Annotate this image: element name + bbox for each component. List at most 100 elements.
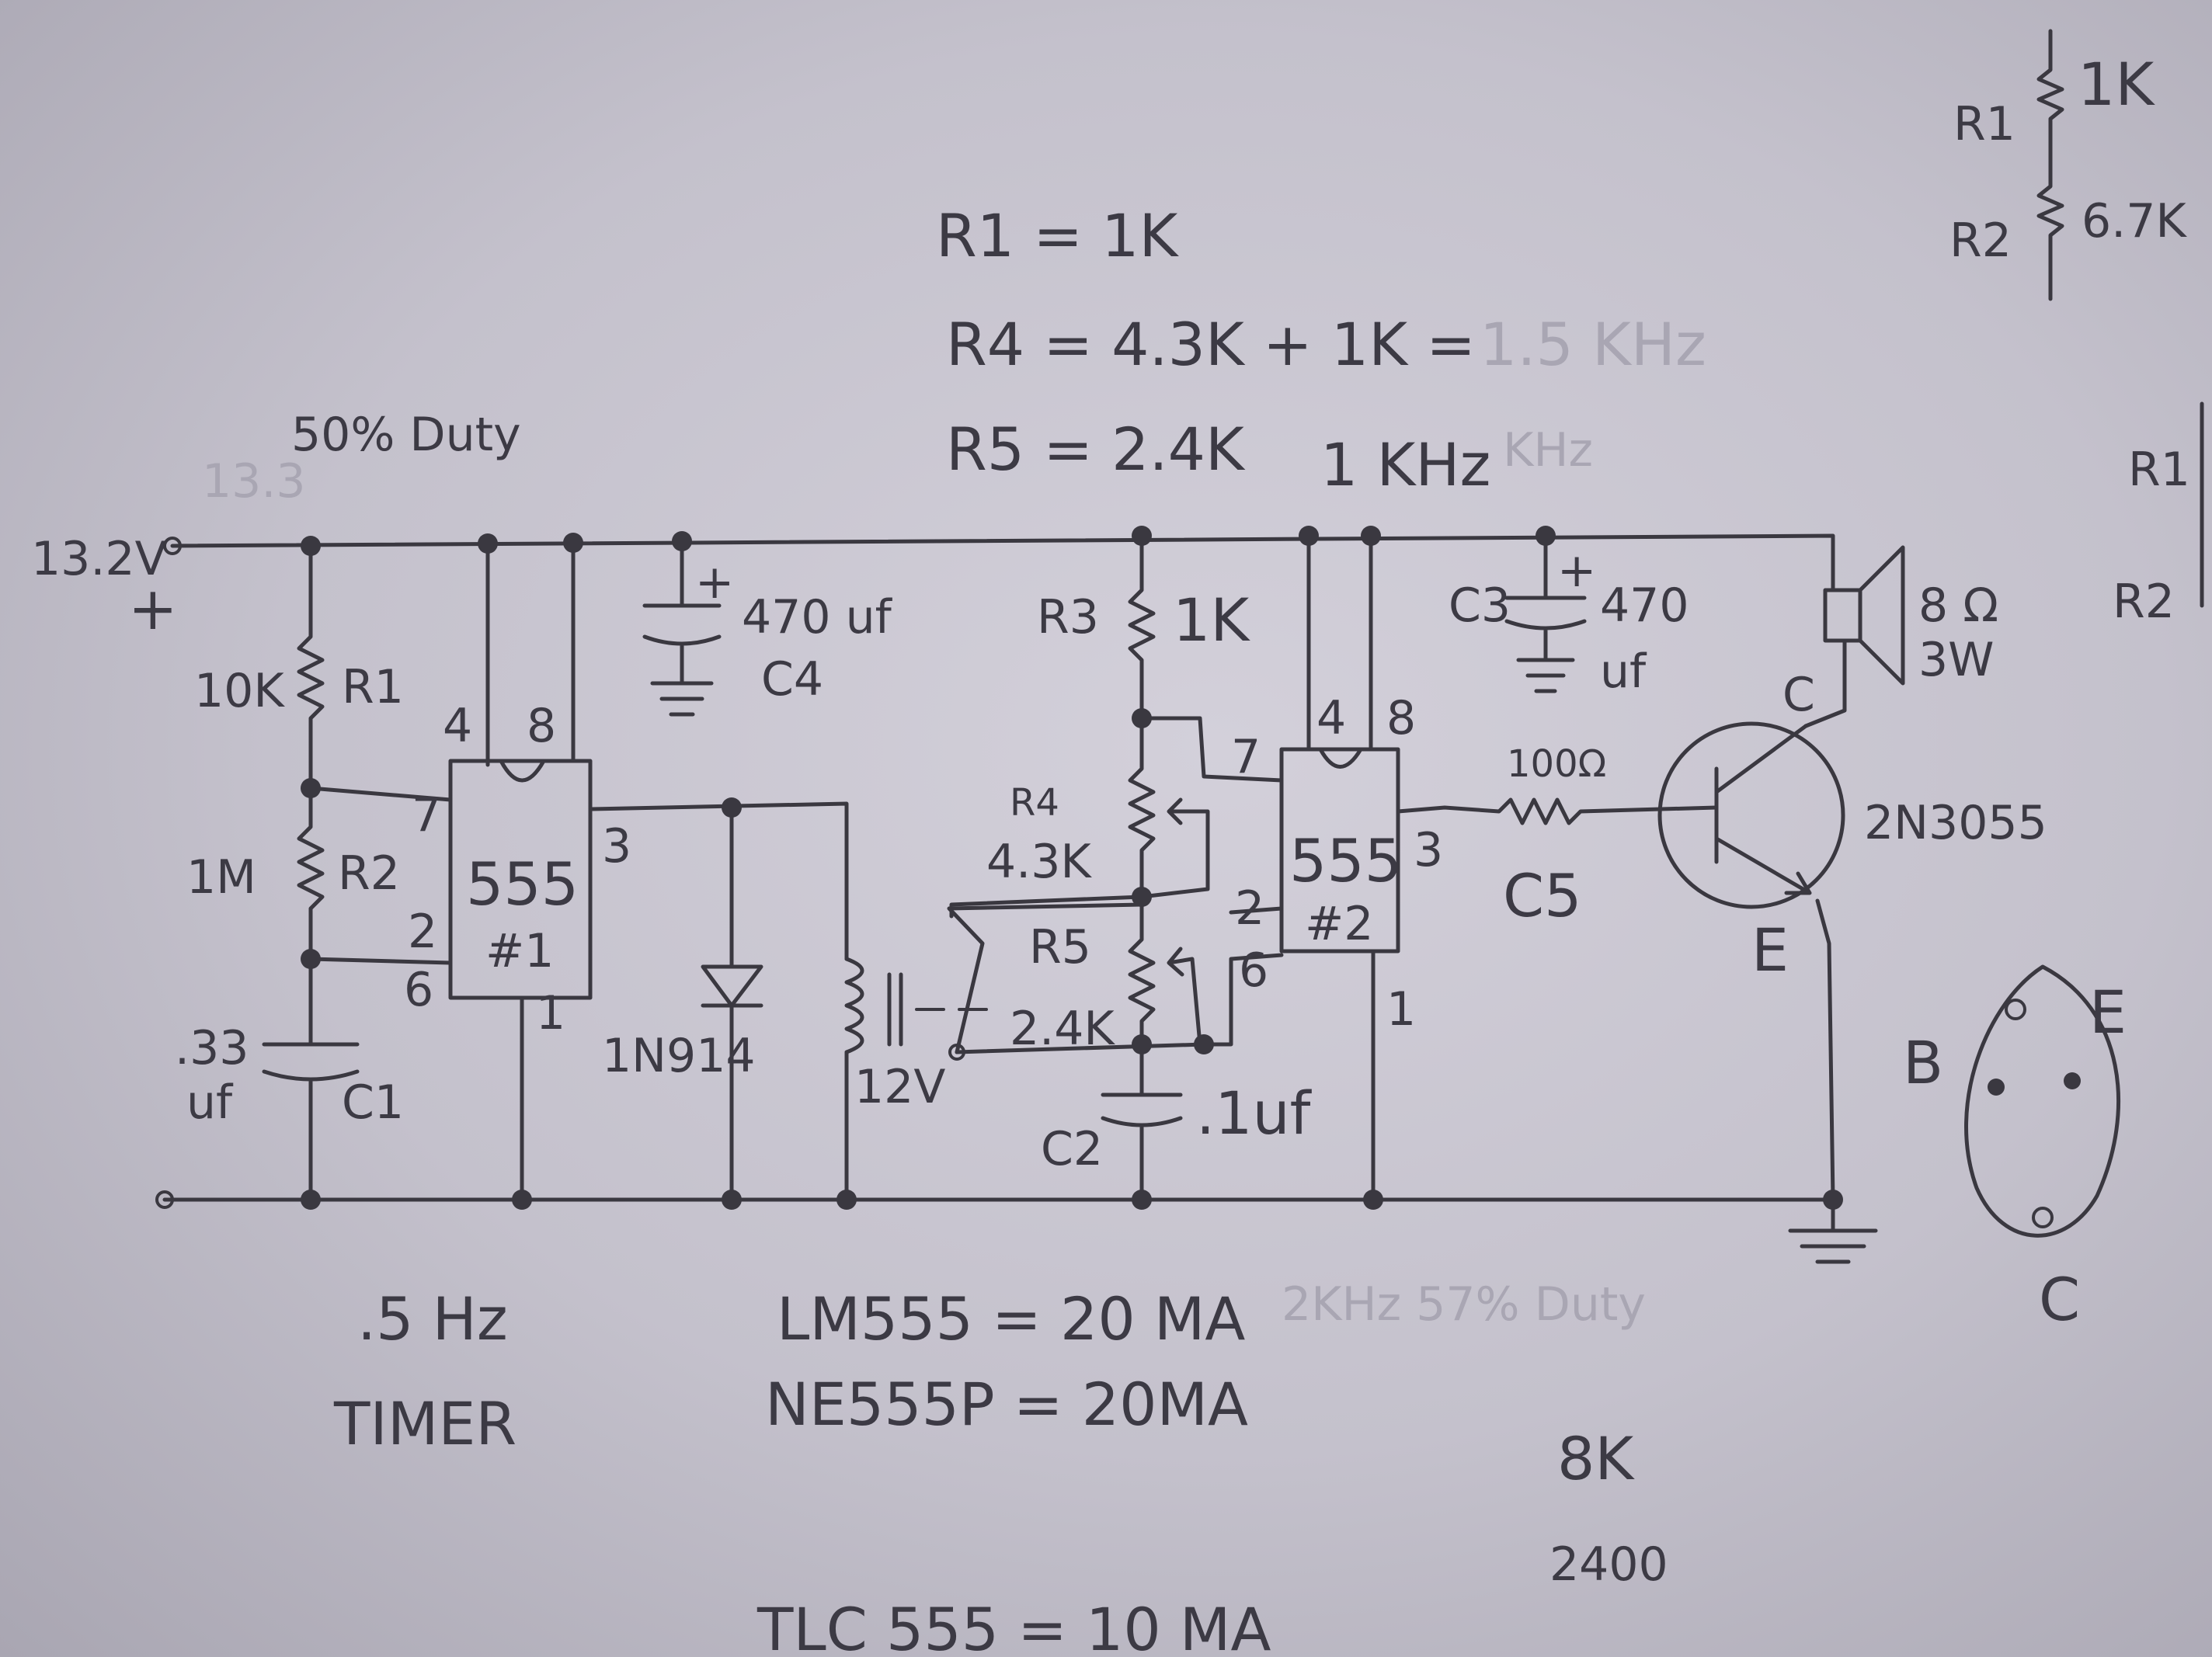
ic2-pin4: 4 xyxy=(1316,691,1346,745)
ic1-number: #1 xyxy=(485,924,554,978)
r3-resistor xyxy=(1128,533,1156,721)
relay-driver: 1N914 12V xyxy=(588,801,1206,1202)
c3-capacitor-group: + C3 470 uf xyxy=(1449,533,1689,699)
base-resistor-value: 100Ω xyxy=(1507,742,1606,786)
note-1khz: 1 KHz xyxy=(1320,430,1490,499)
c2-value: .1uf xyxy=(1196,1079,1313,1148)
r1-value: 10K xyxy=(194,664,285,718)
c4-capacitor xyxy=(642,544,722,717)
pinout-b: B xyxy=(1903,1028,1943,1097)
ic1-body xyxy=(448,759,593,1000)
r5-wiper xyxy=(1167,947,1202,1047)
c1-value-a: .33 xyxy=(175,1021,249,1075)
transistor-label: 2N3055 xyxy=(1864,796,2047,850)
ic2-pin3: 3 xyxy=(1414,823,1443,877)
wire-pin6 xyxy=(1202,953,1284,1047)
ic2-notch xyxy=(1318,747,1363,769)
ground-icon xyxy=(1788,1197,1878,1264)
pinout-e: E xyxy=(2089,978,2127,1047)
c3-plus: + xyxy=(1557,544,1596,598)
ic1-notch xyxy=(499,759,546,783)
transistor-symbol xyxy=(1714,724,1812,895)
ground-terminal xyxy=(155,1190,174,1209)
edge-r2-label: R2 xyxy=(2113,575,2175,629)
ic2-pin8: 8 xyxy=(1386,691,1416,745)
c3-label: C3 xyxy=(1449,578,1511,633)
r5-label: R5 xyxy=(1029,920,1091,974)
c4-value: 470 uf xyxy=(742,590,893,644)
r2-label: R2 xyxy=(338,846,400,901)
c2-label: C2 xyxy=(1041,1122,1103,1176)
note-tlc555: TLC 555 = 10 MA xyxy=(756,1595,1271,1657)
ic1-pin3: 3 xyxy=(602,819,631,874)
power-rails xyxy=(155,533,1835,1209)
side-r1-value: 1K xyxy=(2078,50,2155,119)
c4-capacitor-group: + 470 uf C4 xyxy=(642,544,893,717)
edge-r1-label: R1 xyxy=(2128,443,2190,497)
relay-contact-wire xyxy=(955,1042,1206,1054)
design-notes: R1 = 1K R4 = 4.3K + 1K = 1.5 KHz R5 = 2.… xyxy=(31,201,1706,643)
c3-value-b: uf xyxy=(1600,644,1647,699)
c1-label: C1 xyxy=(342,1075,404,1130)
collector-label: C xyxy=(1782,668,1815,722)
pinout-pin-emitter xyxy=(2064,1072,2081,1089)
base-resistor-label: C5 xyxy=(1503,861,1581,930)
wire-ic1-out xyxy=(588,801,849,961)
ic2-name: 555 xyxy=(1289,826,1402,895)
note-duty: 50% Duty xyxy=(291,408,521,462)
relay-contact xyxy=(947,902,1144,1054)
r4-value: 4.3K xyxy=(986,835,1092,889)
side-r2-value: 6.7K xyxy=(2082,194,2187,248)
collector-wire xyxy=(1803,638,1847,728)
ic2-pin6: 6 xyxy=(1239,943,1268,998)
transistor-body xyxy=(1657,721,1845,909)
ic1-pin7: 7 xyxy=(412,788,441,842)
r3-label: R3 xyxy=(1037,590,1099,644)
speaker-ohms: 8 Ω xyxy=(1918,578,1998,633)
ic2-body xyxy=(1279,747,1400,954)
ic2-pin1: 1 xyxy=(1386,982,1416,1037)
c3-capacitor xyxy=(1504,533,1587,693)
diode-label: 1N914 xyxy=(602,1029,756,1083)
r4-potentiometer xyxy=(1128,716,1156,899)
positive-terminal xyxy=(163,537,182,555)
r2-value: 1M xyxy=(186,850,256,905)
supply-voltage-label: 13.2V xyxy=(31,532,167,586)
relay-label: 12V xyxy=(854,1060,945,1114)
diode xyxy=(701,805,763,1202)
ic2-number: #2 xyxy=(1305,897,1373,951)
pinout-c: C xyxy=(2039,1265,2080,1334)
c3-value-a: 470 xyxy=(1600,578,1689,633)
wire-pin7-2 xyxy=(1139,716,1284,783)
ic1-pin2: 2 xyxy=(408,905,437,959)
note-khz-faint: KHz xyxy=(1503,423,1593,478)
positive-rail xyxy=(170,533,1835,592)
ic2-pin7: 7 xyxy=(1231,730,1261,784)
note-lm555: LM555 = 20 MA xyxy=(777,1284,1245,1353)
c4-label: C4 xyxy=(761,652,823,707)
c1-capacitor xyxy=(262,957,360,1202)
speaker-watts: 3W xyxy=(1918,633,1995,687)
note-ne555p: NE555P = 20MA xyxy=(765,1370,1248,1439)
wire-pin2-6 xyxy=(308,957,453,965)
pinout-hole-top xyxy=(2005,999,2026,1020)
pinout-hole-bottom xyxy=(2032,1207,2054,1228)
transistor-pinout: B E C xyxy=(1903,964,2127,1334)
note-r5: R5 = 2.4K xyxy=(946,415,1246,484)
relay-core xyxy=(887,972,903,1047)
bottom-notes: .5 Hz TIMER LM555 = 20 MA NE555P = 20MA … xyxy=(333,1277,1668,1657)
note-r4: R4 = 4.3K + 1K = xyxy=(946,310,1476,379)
r4-label: R4 xyxy=(1010,781,1059,825)
note-timer: TIMER xyxy=(333,1389,516,1458)
supply-plus-sign: + xyxy=(128,574,178,643)
to3-case-outline xyxy=(1964,964,2121,1238)
c4-plus: + xyxy=(695,555,734,610)
side-divider: R1 1K R2 6.7K R1 R2 xyxy=(1949,29,2204,629)
ic1-pin1: 1 xyxy=(536,986,565,1040)
r1-resistor xyxy=(297,544,325,790)
note-r1: R1 = 1K xyxy=(936,201,1180,270)
c2-capacitor xyxy=(1101,1042,1183,1202)
r3-value: 1K xyxy=(1173,585,1250,655)
wire-pin2 xyxy=(1229,906,1284,915)
